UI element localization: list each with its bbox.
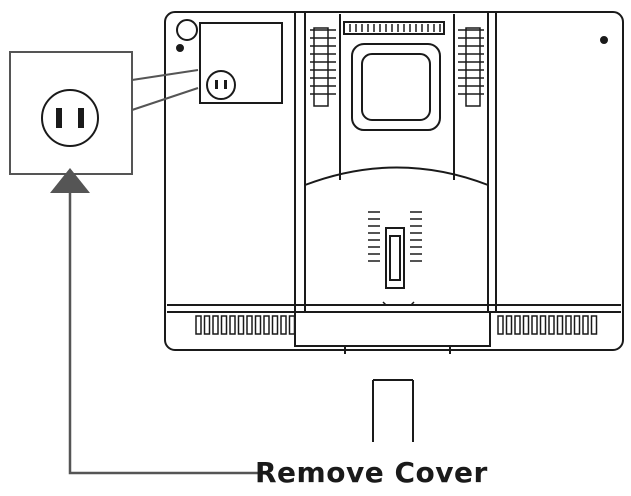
device-body	[164, 11, 624, 354]
arrow-up-icon	[50, 168, 90, 193]
vent-slot	[514, 315, 521, 335]
panel-dividers	[294, 12, 497, 312]
vent-slot	[565, 315, 572, 335]
power-outlet-icon	[206, 70, 236, 100]
vent-slot	[280, 315, 287, 335]
vent-slot	[203, 315, 211, 335]
vent-slot	[590, 315, 598, 335]
stand-connector	[304, 166, 489, 306]
vent-slot	[212, 315, 219, 335]
vent-slot	[229, 315, 236, 335]
carry-handle	[343, 21, 445, 131]
leader-arrow	[50, 168, 265, 475]
vent-slot	[573, 315, 581, 335]
vent-slot	[246, 315, 253, 335]
corner-hole	[176, 19, 608, 52]
vent-slot	[237, 315, 245, 335]
vent-slot	[539, 315, 547, 335]
power-outlet-icon	[41, 89, 99, 147]
vent-frame	[313, 27, 329, 107]
vent-frame	[465, 27, 481, 107]
vent-slot	[505, 315, 513, 335]
vent-slot	[220, 315, 228, 335]
stand-neck	[372, 379, 414, 442]
zoom-callout	[9, 51, 199, 175]
vent-slot	[582, 315, 589, 335]
bottom-vents-right	[497, 315, 598, 335]
bottom-vents-left	[195, 315, 296, 335]
vent-slot	[531, 315, 538, 335]
vent-slot	[195, 315, 202, 335]
vent-slot	[556, 315, 564, 335]
vent-slot	[522, 315, 530, 335]
vent-slot	[271, 315, 279, 335]
vent-slot	[254, 315, 262, 335]
vent-slot	[263, 315, 270, 335]
outlet-cover	[199, 22, 283, 104]
vent-slot	[548, 315, 555, 335]
vent-slot	[497, 315, 504, 335]
remove-cover-caption: Remove Cover	[255, 456, 488, 489]
vent-slot	[288, 315, 296, 335]
divider-vents	[310, 27, 484, 107]
